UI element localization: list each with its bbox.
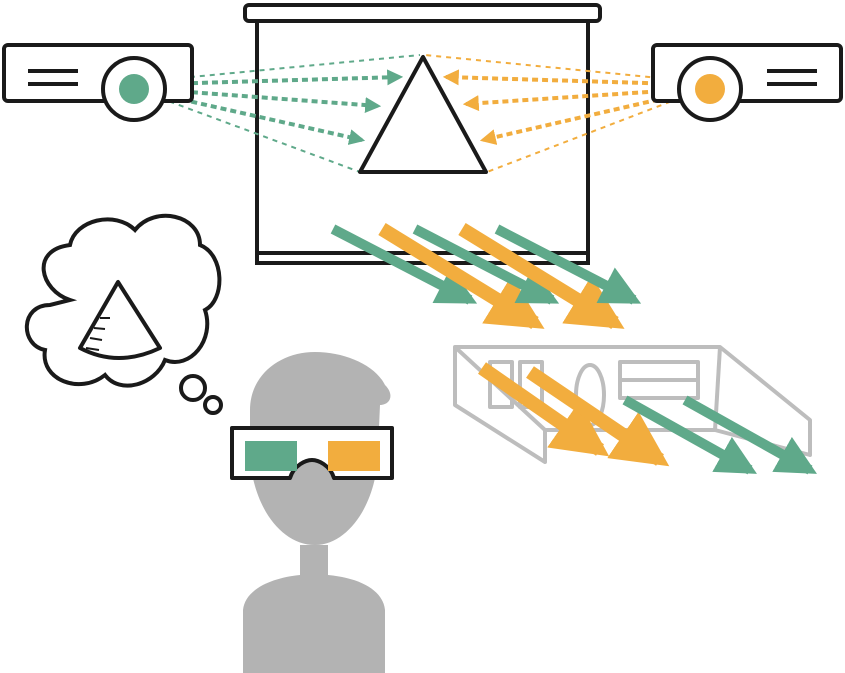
green-arrow-3 — [161, 93, 366, 145]
right-projector-icon — [651, 43, 843, 122]
orange-arrow-1 — [442, 69, 679, 86]
green-lens — [119, 74, 149, 104]
filtered-light-bands — [478, 362, 817, 475]
orange-arrow-2 — [462, 88, 679, 112]
green-light-arrows — [161, 69, 404, 145]
cone-icon — [78, 280, 162, 360]
green-projection-cone — [159, 54, 421, 173]
orange-projection-cone — [424, 54, 681, 173]
orange-band-2 — [458, 223, 625, 329]
green-band-3 — [494, 224, 642, 305]
green-arrow-2 — [161, 88, 382, 114]
triangle-icon — [358, 55, 488, 174]
orange-filter-lens — [328, 441, 380, 471]
green-band-1 — [330, 224, 478, 305]
orange-light-arrows — [442, 69, 679, 145]
person-icon — [243, 352, 391, 673]
orange-arrow-3 — [479, 93, 679, 145]
green-band-2 — [412, 224, 560, 305]
orange-band-1 — [378, 223, 545, 329]
green-band-5 — [682, 395, 817, 475]
left-projector-icon — [2, 43, 194, 122]
orange-lens — [695, 74, 725, 104]
polarized-light-bands — [330, 223, 642, 329]
orange-band-3 — [478, 362, 610, 457]
green-filter-lens — [245, 441, 297, 471]
green-band-4 — [622, 395, 757, 475]
3d-glasses-icon — [230, 426, 394, 480]
orange-band-4 — [526, 366, 670, 467]
